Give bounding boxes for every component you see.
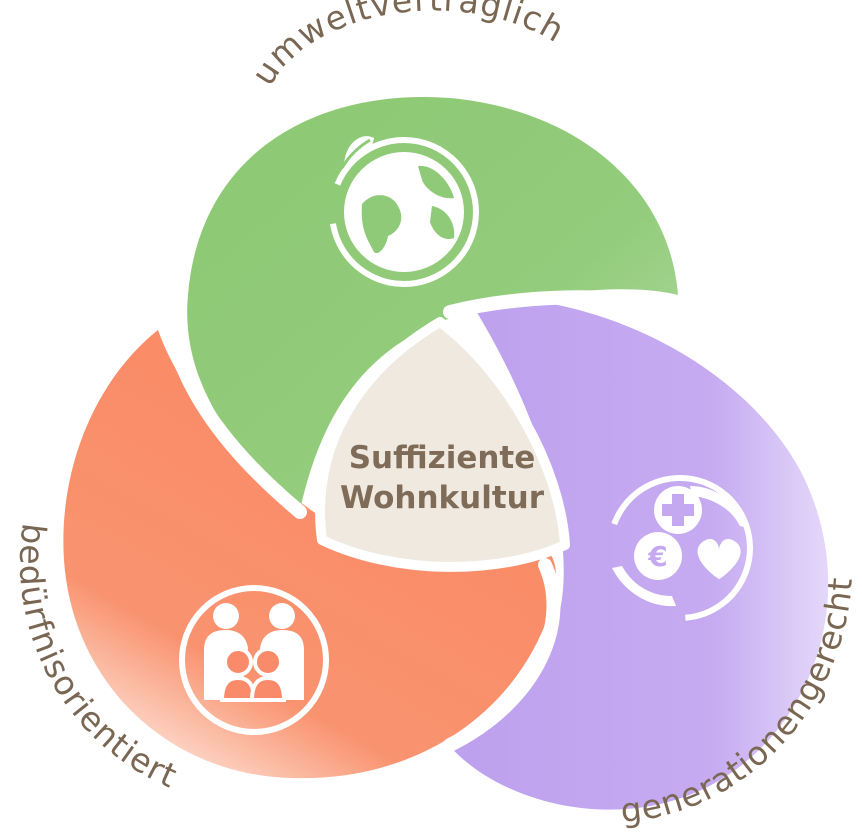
center-title-line2: Wohnkultur (340, 480, 545, 516)
segment-green (187, 96, 678, 511)
svg-text:€: € (647, 540, 667, 573)
center-title-line1: Suffiziente (349, 440, 536, 476)
segment-orange (63, 330, 557, 779)
globe-leaf-icon (329, 136, 479, 287)
label-umweltvertraeglich: umweltverträglich (244, 0, 572, 92)
family-icon (179, 585, 329, 735)
center-area: Suffiziente Wohnkultur (315, 317, 570, 572)
segment-separators (163, 290, 712, 752)
